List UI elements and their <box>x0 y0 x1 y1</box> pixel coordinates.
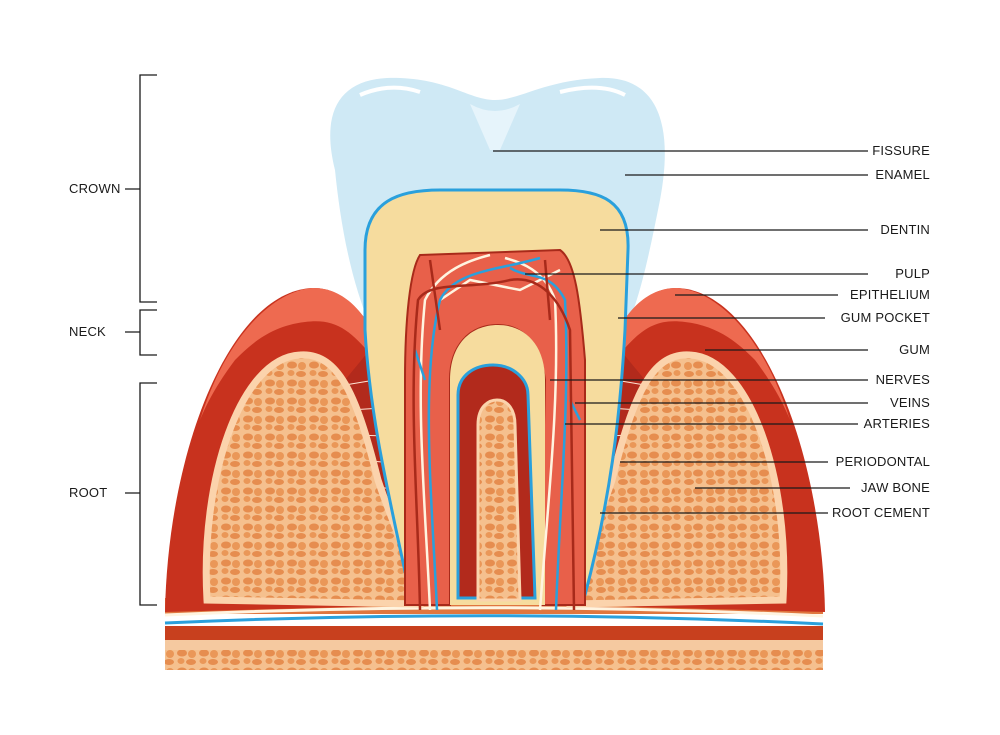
label-arteries: ARTERIES <box>863 416 930 431</box>
label-enamel: ENAMEL <box>875 167 930 182</box>
label-nerves: NERVES <box>875 372 930 387</box>
label-periodontal: PERIODONTAL <box>835 454 930 469</box>
label-dentin: DENTIN <box>880 222 930 237</box>
label-neck: NECK <box>69 324 106 339</box>
label-jaw-bone: JAW BONE <box>860 480 930 495</box>
label-epithelium: EPITHELIUM <box>849 287 930 302</box>
label-root-cement: ROOT CEMENT <box>831 505 930 520</box>
label-fissure: FISSURE <box>872 143 930 158</box>
label-pulp: PULP <box>895 266 930 281</box>
label-gum: GUM <box>899 342 930 357</box>
label-root: ROOT <box>69 485 108 500</box>
section-brackets <box>125 74 157 606</box>
leader-lines <box>493 150 868 514</box>
label-crown: CROWN <box>69 181 121 196</box>
label-gum-pocket: GUM POCKET <box>840 310 930 325</box>
label-veins: VEINS <box>889 395 930 410</box>
